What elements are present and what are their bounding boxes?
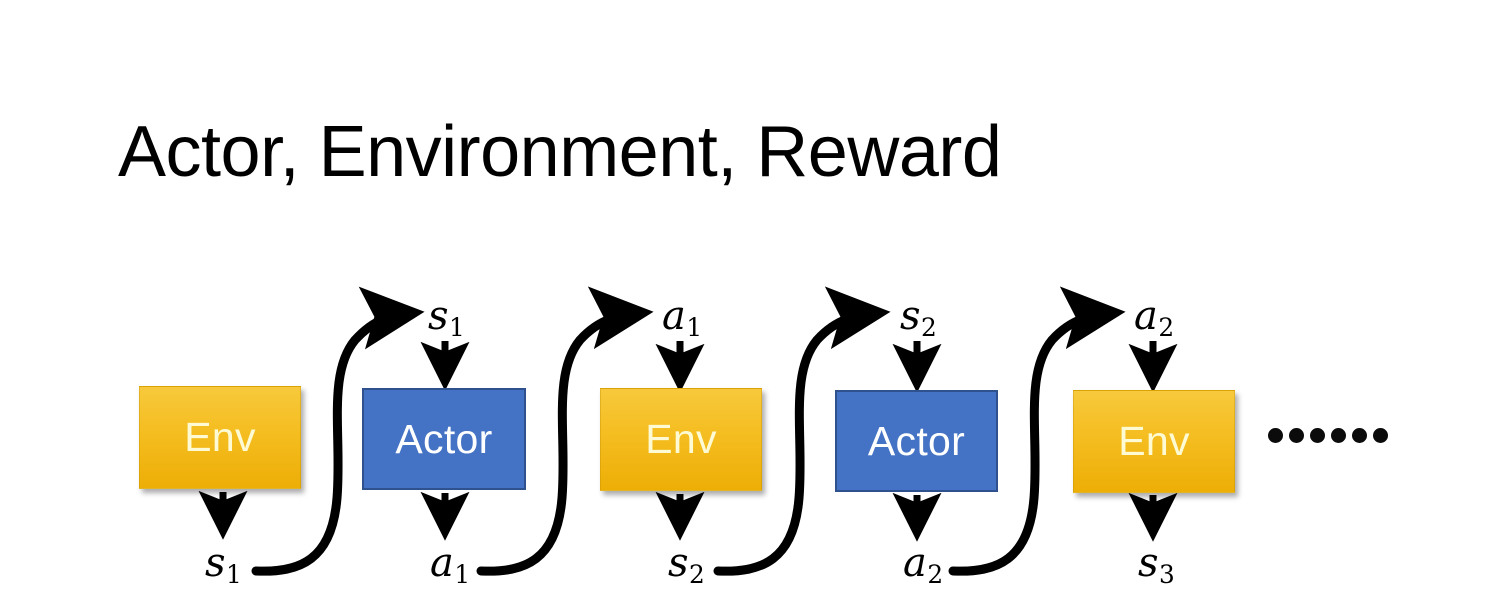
label-action-a2-top: a2 xyxy=(1134,293,1174,340)
subscript: 3 xyxy=(1159,560,1175,590)
symbol: a xyxy=(430,540,454,586)
symbol: a xyxy=(903,540,927,586)
node-label: Env xyxy=(645,416,717,462)
ellipsis-dot xyxy=(1352,428,1367,443)
label-state-s3-bottom: s3 xyxy=(1138,540,1175,587)
subscript: 1 xyxy=(226,560,242,590)
node-env-3[interactable]: Env xyxy=(1073,390,1235,493)
label-state-s2-top: s2 xyxy=(900,293,937,340)
symbol: s xyxy=(428,293,449,339)
node-actor-2[interactable]: Actor xyxy=(835,390,998,492)
ellipsis-group-1 xyxy=(1268,428,1325,443)
ellipsis-dot xyxy=(1331,428,1346,443)
symbol: a xyxy=(662,293,686,339)
node-label: Env xyxy=(184,414,256,460)
subscript: 2 xyxy=(1158,313,1175,343)
symbol: s xyxy=(1138,540,1159,586)
node-actor-1[interactable]: Actor xyxy=(362,388,526,490)
node-label: Actor xyxy=(395,415,493,462)
label-action-a1-bottom: a1 xyxy=(430,540,470,587)
ellipsis-dot xyxy=(1373,428,1388,443)
subscript: 2 xyxy=(921,313,937,343)
symbol: a xyxy=(1134,293,1158,339)
sequence-continues-ellipsis xyxy=(1268,428,1388,443)
subscript: 2 xyxy=(927,560,944,590)
subscript: 1 xyxy=(449,313,465,343)
symbol: s xyxy=(900,293,921,339)
ellipsis-dot xyxy=(1310,428,1325,443)
label-action-a2-bottom: a2 xyxy=(903,540,943,587)
ellipsis-dot xyxy=(1289,428,1304,443)
node-env-2[interactable]: Env xyxy=(600,388,762,491)
label-state-s1-top: s1 xyxy=(428,293,465,340)
subscript: 1 xyxy=(454,560,471,590)
page-title: Actor, Environment, Reward xyxy=(118,112,1002,192)
ellipsis-group-2 xyxy=(1331,428,1388,443)
symbol: s xyxy=(668,540,689,586)
node-env-1[interactable]: Env xyxy=(139,386,301,489)
subscript: 1 xyxy=(686,313,703,343)
symbol: s xyxy=(205,540,226,586)
label-action-a1-top: a1 xyxy=(662,293,702,340)
subscript: 2 xyxy=(689,560,705,590)
ellipsis-dot xyxy=(1268,428,1283,443)
label-state-s2-bottom: s2 xyxy=(668,540,705,587)
label-state-s1-bottom: s1 xyxy=(205,540,242,587)
node-label: Env xyxy=(1118,418,1190,464)
node-label: Actor xyxy=(867,417,966,464)
